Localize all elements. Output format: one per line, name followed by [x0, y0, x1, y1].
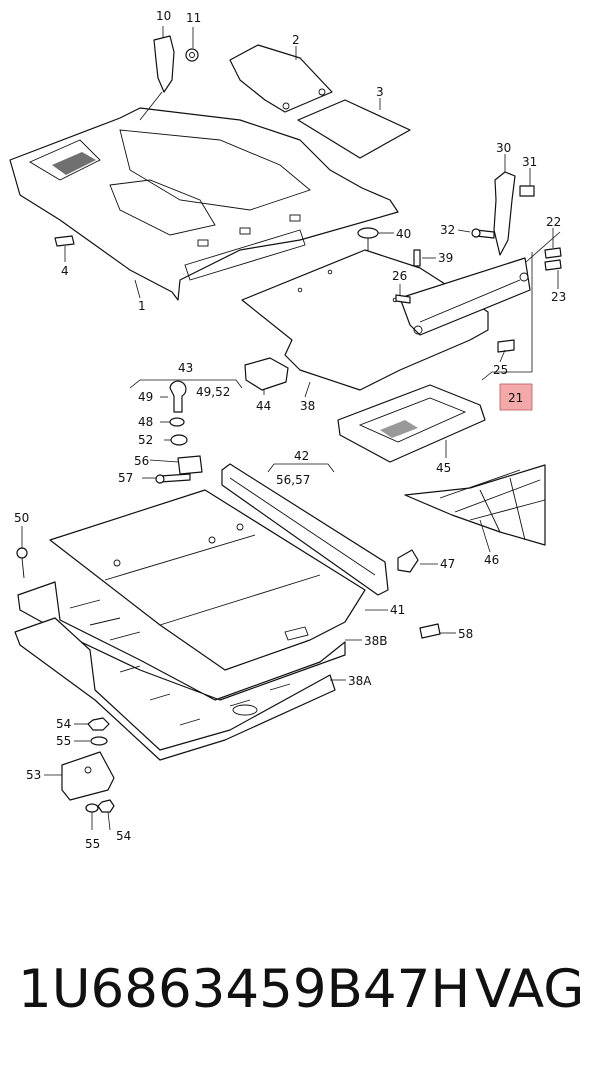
callout-11: 11: [186, 11, 201, 25]
callout-21: 21: [508, 391, 523, 405]
footer: 1U6863459B47H VAG: [0, 940, 600, 1040]
part-1-floor-carpet: [9, 107, 399, 301]
callout-3: 3: [376, 85, 384, 99]
part-57-screw: [159, 473, 191, 483]
parts-diagram: 10 11 2 3 4 1 30 31 32 40 22 39 26 23 25…: [9, 9, 566, 851]
part-54-nut: [87, 717, 110, 731]
part-21-cover: [399, 257, 531, 336]
part-31-clip: [519, 185, 535, 197]
part-55b-washer: [85, 803, 99, 813]
brand-label: VAG: [475, 959, 585, 1020]
callout-46: 46: [484, 553, 499, 567]
part-48-washer: [169, 417, 185, 427]
part-3-mat: [297, 99, 411, 159]
callout-38B: 38B: [364, 634, 388, 648]
part-56-bracket: [177, 455, 203, 475]
callout-55-lower: 55: [85, 837, 100, 851]
callout-57: 57: [118, 471, 133, 485]
part-46-net: [404, 464, 546, 546]
part-45-tray: [337, 384, 486, 463]
leader-lines: [21, 26, 561, 831]
callout-52: 52: [138, 433, 153, 447]
part-22-clip: [544, 247, 562, 259]
part-38A-board: [14, 617, 336, 761]
callout-38: 38: [300, 399, 315, 413]
callout-31: 31: [522, 155, 537, 169]
part-47-knob: [397, 549, 419, 573]
part-11-nut: [185, 48, 199, 62]
callout-32: 32: [440, 223, 455, 237]
part-10-bracket: [153, 35, 175, 93]
callout-2: 2: [292, 33, 300, 47]
callout-50: 50: [14, 511, 29, 525]
callout-49: 49: [138, 390, 153, 404]
callout-47: 47: [440, 557, 455, 571]
part-25-clip: [497, 339, 515, 353]
callout-43: 43: [178, 361, 193, 375]
callout-54-lower: 54: [116, 829, 131, 843]
callout-41: 41: [390, 603, 405, 617]
callout-45: 45: [436, 461, 451, 475]
part-number: 1U6863459B47H: [18, 959, 471, 1020]
callout-58: 58: [458, 627, 473, 641]
callout-55-upper: 55: [56, 734, 71, 748]
callout-22: 22: [546, 215, 561, 229]
callout-40: 40: [396, 227, 411, 241]
callout-26: 26: [392, 269, 407, 283]
part-54b-nut: [97, 799, 115, 813]
callout-10: 10: [156, 9, 171, 23]
part-39-stud: [413, 249, 421, 267]
callout-49-52: 49,52: [196, 385, 230, 399]
part-41-board: [49, 489, 366, 671]
part-40-fastener: [357, 227, 379, 239]
part-42-rail: [221, 463, 389, 596]
callout-48: 48: [138, 415, 153, 429]
callout-25: 25: [493, 363, 508, 377]
part-58-clip: [419, 623, 441, 639]
part-4-clip: [54, 235, 75, 247]
part-52-nut: [170, 434, 188, 446]
callout-1: 1: [138, 299, 146, 313]
callout-30: 30: [496, 141, 511, 155]
part-49-eye-bolt: [169, 380, 187, 413]
part-23-clip: [544, 259, 562, 271]
part-50-bolt: [16, 547, 28, 559]
part-53-bracket: [61, 751, 115, 801]
callout-44: 44: [256, 399, 271, 413]
part-44-block: [244, 357, 289, 391]
callout-39: 39: [438, 251, 453, 265]
callout-4: 4: [61, 264, 69, 278]
part-26-screw: [395, 294, 411, 304]
callout-21-highlight: [499, 383, 533, 411]
callout-labels: 10 11 2 3 4 1 30 31 32 40 22 39 26 23 25…: [14, 9, 566, 851]
callout-56-57: 56,57: [276, 473, 310, 487]
part-30-bracket: [493, 171, 516, 256]
callout-23: 23: [551, 290, 566, 304]
callout-56: 56: [134, 454, 149, 468]
part-38-load-floor: [241, 249, 489, 391]
part-55-washer: [90, 736, 108, 746]
callout-53: 53: [26, 768, 41, 782]
callout-54-upper: 54: [56, 717, 71, 731]
callout-38A: 38A: [348, 674, 372, 688]
part-2-mat: [229, 44, 333, 113]
callout-42: 42: [294, 449, 309, 463]
